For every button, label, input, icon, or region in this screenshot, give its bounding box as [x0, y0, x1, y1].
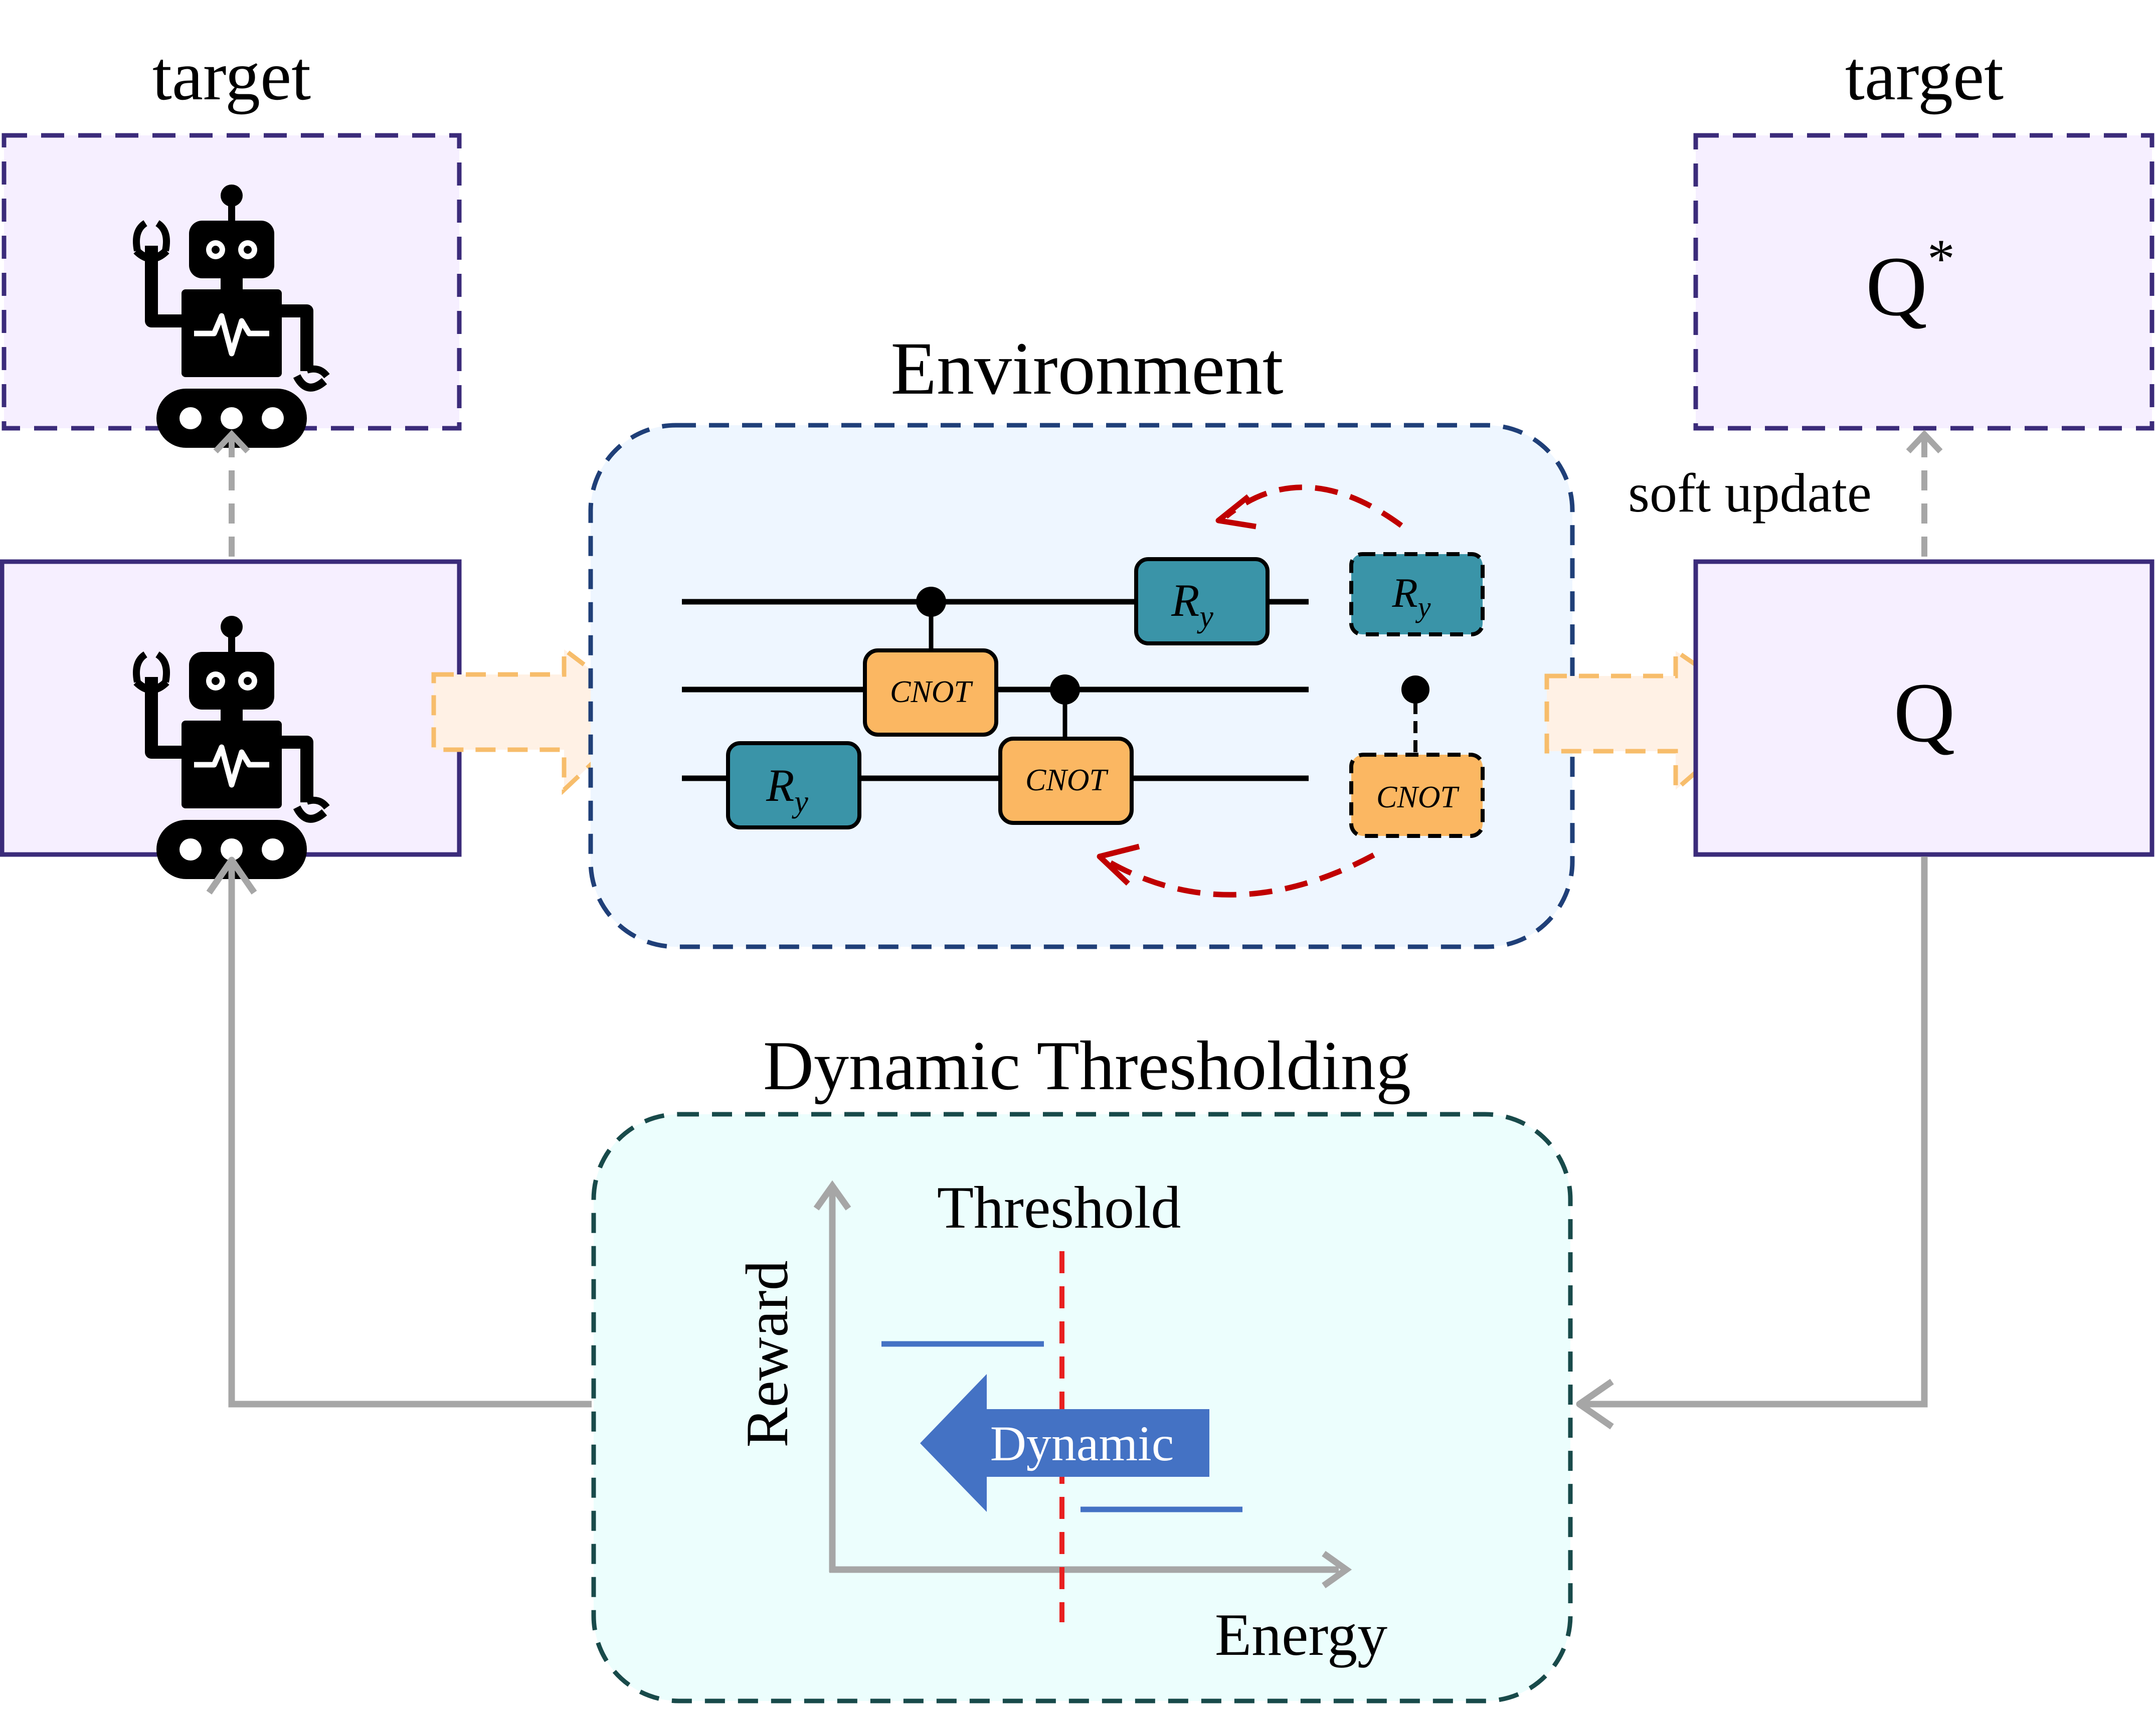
placement-arrow-bottom [1102, 852, 1375, 898]
q-to-thresholding-arrow [1579, 857, 1928, 1408]
soft-update-arrowhead [1906, 430, 1943, 454]
placement-arrowhead-top [1215, 494, 1256, 530]
dynamic-shift-arrow [920, 1374, 1209, 1512]
q-label: Q [1894, 665, 1955, 760]
threshold-label: Threshold [937, 1174, 1181, 1241]
reward-axis-label: Reward [734, 1260, 800, 1447]
thresholding-to-agent-arrow [228, 862, 592, 1408]
target-q-box [1693, 133, 2154, 431]
ry-gate-2-label: Ry [766, 760, 808, 819]
q-network-box [1693, 559, 2154, 857]
dynamic-arrow-label: Dynamic [990, 1416, 1174, 1471]
ry-gate-2 [726, 741, 861, 829]
environment-title: Environment [890, 327, 1283, 410]
ry-gate-1-label: Ry [1171, 575, 1213, 634]
q-to-thresholding-arrowhead [1576, 1379, 1614, 1430]
thresholding-to-agent-arrowhead [206, 857, 257, 895]
cnot-gate-1 [863, 648, 998, 737]
candidate-ry-gate [1349, 552, 1485, 636]
dynamic-thresholding-title: Dynamic Thresholding [763, 1027, 1411, 1105]
candidate-cnot-gate-label: CNOT [1376, 780, 1460, 814]
cnot-gate-2-label: CNOT [1025, 763, 1109, 797]
placement-arrow-top [1224, 484, 1403, 528]
cnot-1-control-dot [916, 587, 946, 617]
cnot-2-control-dot [1050, 674, 1080, 705]
energy-axis-label: Energy [1215, 1601, 1387, 1668]
soft-update-label: soft update [1628, 462, 1872, 524]
ry-gate-1 [1134, 557, 1270, 645]
placement-arrowhead-bottom [1097, 843, 1140, 886]
target-label-left: target [152, 37, 311, 115]
reward-axis-arrowhead [813, 1180, 851, 1211]
target-update-arrowhead-left [213, 430, 250, 454]
candidate-cnot-control-dot [1401, 675, 1429, 704]
cnot-gate-2 [998, 737, 1134, 825]
target-label-right: target [1845, 37, 2004, 115]
candidate-cnot-gate [1349, 753, 1485, 838]
cnot-gate-1-label: CNOT [890, 675, 973, 709]
q-star-label: Q* [1866, 228, 1955, 333]
candidate-ry-gate-label: Ry [1391, 570, 1430, 623]
energy-axis-arrowhead [1322, 1551, 1352, 1589]
